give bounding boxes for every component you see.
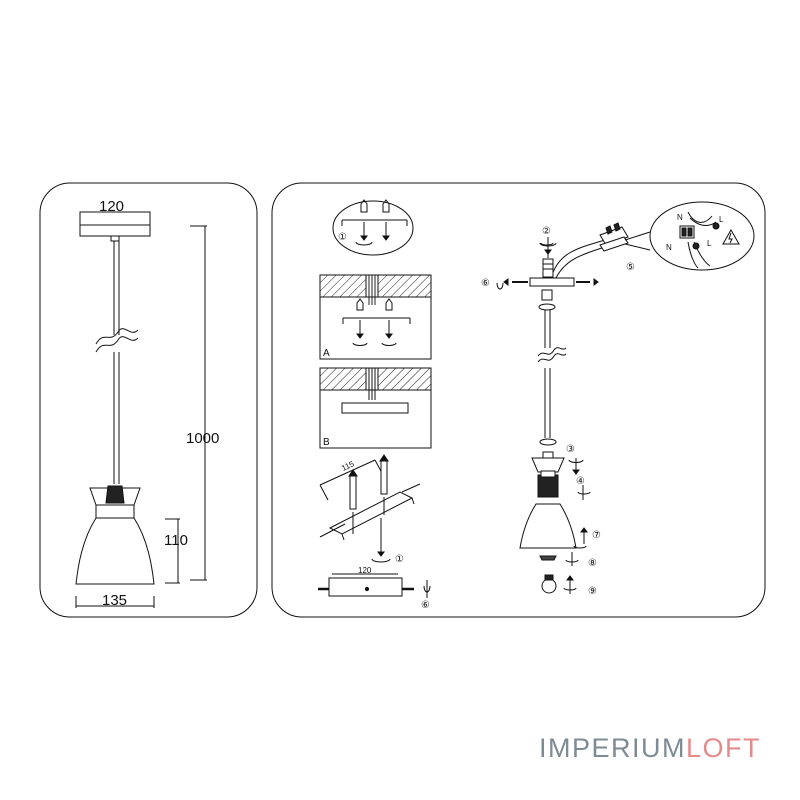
warning-triangle-icon [722,228,740,245]
step-6b-number: ⑥ [421,600,430,611]
step-4-number: ④ [576,476,585,487]
bottom-plate-detail [318,573,431,598]
dimension-panel-frame [39,182,258,618]
step-10-number: ① [395,554,404,565]
shade-body [75,517,155,585]
canopy [79,211,151,237]
mounting-bar [529,277,575,287]
total-height-label: 1000 [186,430,219,447]
wire-neutral-label-top: N [677,213,683,222]
step-7-number: ⑦ [592,530,601,541]
wire-live-label-top: L [719,215,724,224]
mounting-plate-detail [319,454,421,563]
assembly-panel-frame [271,182,766,618]
wire-live-label-bottom: L [707,239,712,248]
panel-a-label: A [323,348,330,359]
plate-width-label: 120 [358,566,372,575]
shade-height-label: 110 [164,532,188,549]
step-2-number: ② [542,226,551,237]
step-3-number: ③ [566,444,575,455]
canopy-width-label: 120 [99,198,124,215]
assembly-shade [519,503,577,549]
panel-b [319,367,432,449]
step-6-number: ⑥ [481,278,490,289]
brand-part-1: IMPERIUM [539,733,686,763]
panel-b-label: B [323,437,330,448]
terminal-block [599,226,629,246]
panel-a [319,274,432,360]
lamp-socket [537,474,559,498]
step-9-number: ⑨ [588,586,597,597]
step-1-number: ① [338,232,347,243]
assembly-lamp [496,222,629,594]
step-8-number: ⑧ [588,558,597,569]
step-5-number: ⑤ [626,262,635,273]
dimension-drawing [75,211,207,608]
brand-logo: IMPERIUMLOFT [539,733,761,764]
wire-neutral-label-bottom: N [666,243,672,252]
step-1-detail [332,199,414,256]
brand-part-2: LOFT [686,733,762,763]
bulb [541,578,557,594]
wiring-detail [624,201,755,271]
shade-width-label: 135 [102,592,127,609]
